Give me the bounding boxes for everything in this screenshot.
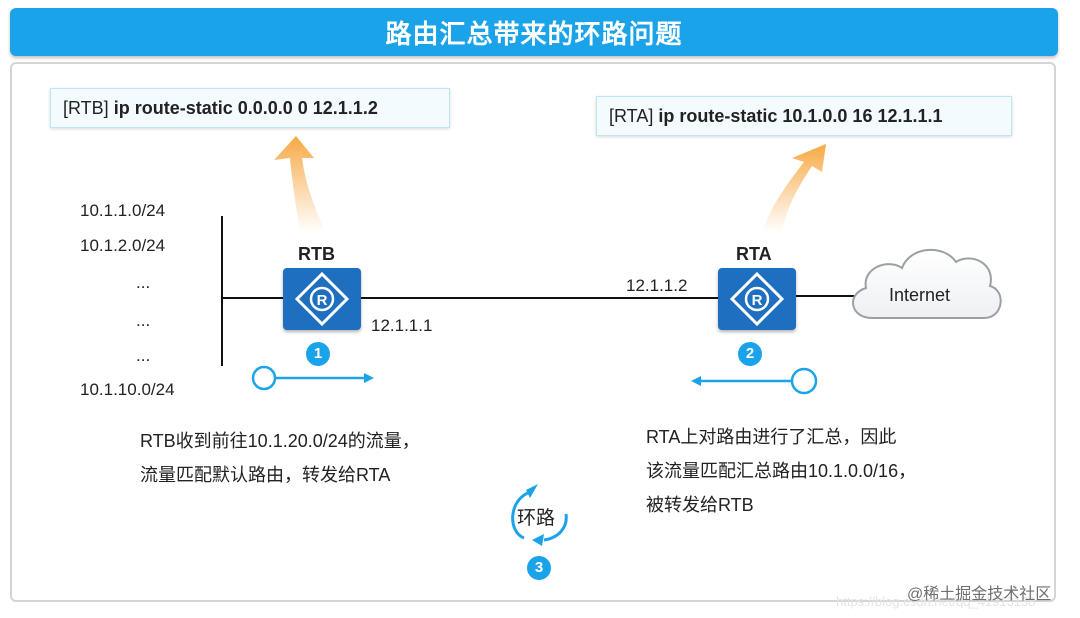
rta-glow-arrow <box>762 144 826 232</box>
rtb-command-box: [RTB] ip route-static 0.0.0.0 0 12.1.1.2 <box>50 88 450 128</box>
rtb-glow-arrow <box>274 136 326 232</box>
flow-origin-1 <box>251 365 277 391</box>
step-badge-2: 2 <box>738 342 762 366</box>
step2-line: 被转发给RTB <box>646 495 754 515</box>
watermark-url: https://blog.csdn.net/qq_41913138 <box>836 594 1036 609</box>
rta-name: RTA <box>736 244 772 264</box>
router-icon: R <box>729 271 785 327</box>
rtb-ip: 12.1.1.1 <box>371 316 433 335</box>
rtb-command-prefix: [RTB] <box>63 98 109 118</box>
internet-label: Internet <box>889 285 951 305</box>
rtb-command-text: ip route-static 0.0.0.0 0 12.1.1.2 <box>113 98 378 118</box>
rta-command-text: ip route-static 10.1.0.0 16 12.1.1.1 <box>658 106 943 126</box>
step2-description: RTA上对路由进行了汇总，因此 该流量匹配汇总路由10.1.0.0/16， 被转… <box>646 420 916 522</box>
rtb-name: RTB <box>298 244 335 264</box>
flow-arrowhead-2 <box>691 376 701 386</box>
network-ellipsis: ... <box>136 273 151 292</box>
flow-arrowhead-1 <box>364 373 374 383</box>
network-label: 10.1.10.0/24 <box>80 380 175 399</box>
loop-arrow <box>511 490 568 542</box>
rta-router: R <box>718 268 796 330</box>
step2-line: RTA上对路由进行了汇总，因此 <box>646 427 897 447</box>
step-badge-3: 3 <box>527 556 551 580</box>
rtb-router: R <box>283 268 361 330</box>
title-bar: 路由汇总带来的环路问题 <box>10 8 1058 56</box>
svg-text:R: R <box>752 292 763 309</box>
network-ellipsis: ... <box>136 346 151 365</box>
network-label: 10.1.2.0/24 <box>80 236 166 255</box>
step2-line: 该流量匹配汇总路由10.1.0.0/16， <box>646 461 917 481</box>
watermark: @稀土掘金技术社区 <box>907 586 1052 603</box>
router-icon: R <box>294 271 350 327</box>
page-title: 路由汇总带来的环路问题 <box>385 18 683 49</box>
network-ellipsis: ... <box>136 311 151 330</box>
loop-arrowhead-bottom <box>532 534 544 546</box>
rta-ip: 12.1.1.2 <box>626 276 688 295</box>
diagram-panel <box>10 62 1056 602</box>
step-badge-1: 1 <box>306 342 330 366</box>
network-label: 10.1.1.0/24 <box>80 201 166 220</box>
step1-description: RTB收到前往10.1.20.0/24的流量， 流量匹配默认路由，转发给RTA <box>140 424 420 492</box>
loop-label: 环路 <box>517 508 556 529</box>
step1-line: 流量匹配默认路由，转发给RTA <box>140 465 391 485</box>
internet-cloud <box>852 248 1002 319</box>
rta-command-box: [RTA] ip route-static 10.1.0.0 16 12.1.1… <box>596 96 1012 136</box>
svg-text:R: R <box>317 292 328 309</box>
flow-origin-2 <box>790 367 818 395</box>
rta-command-prefix: [RTA] <box>609 106 654 126</box>
loop-arrowhead-top <box>526 484 538 498</box>
step1-line: RTB收到前往10.1.20.0/24的流量， <box>140 431 420 451</box>
